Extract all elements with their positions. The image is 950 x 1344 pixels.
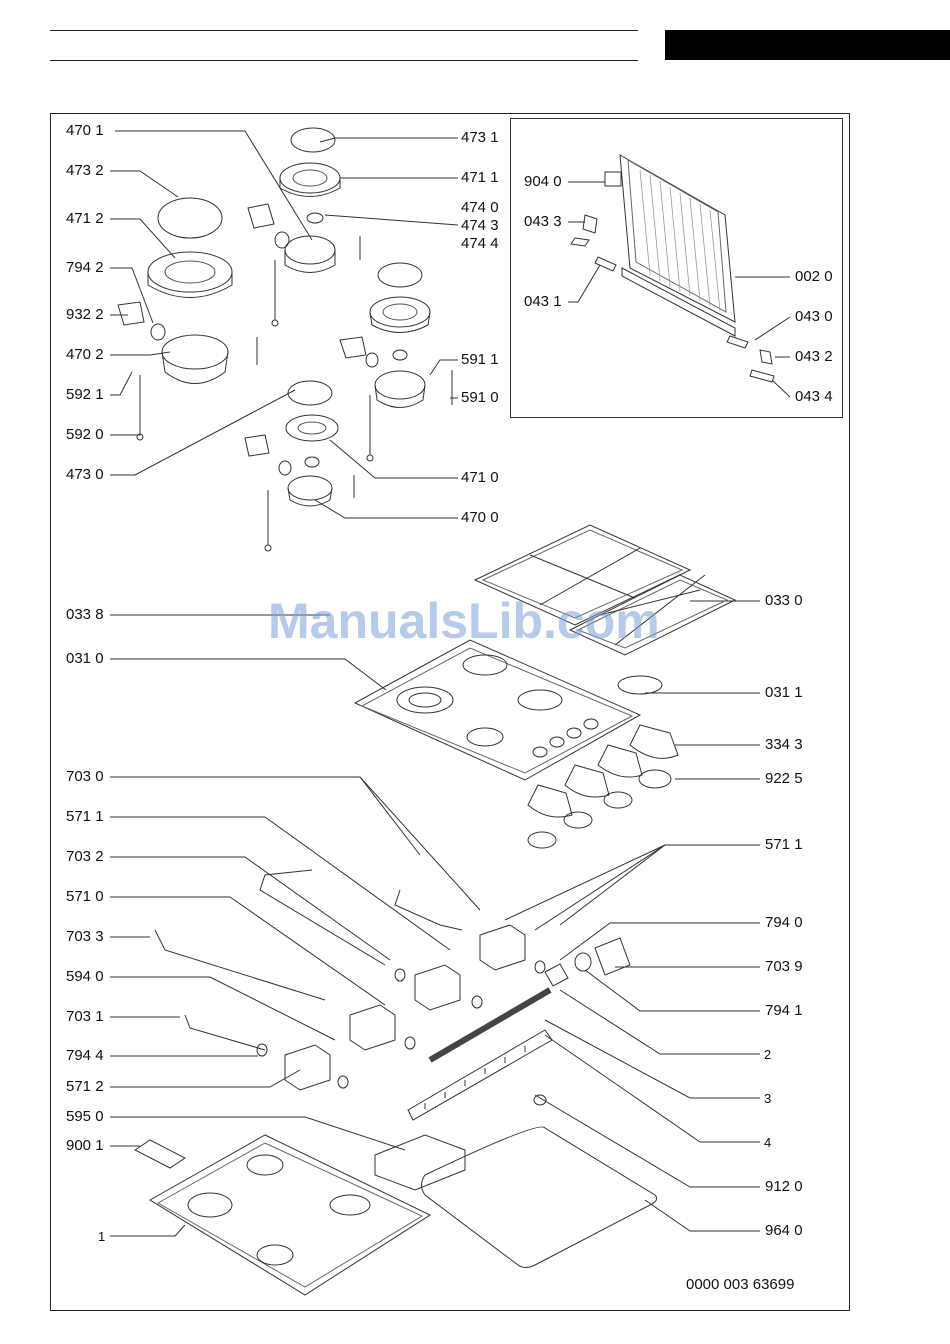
label-571-1-left: 571 1: [66, 808, 104, 825]
label-571-2: 571 2: [66, 1078, 104, 1095]
label-900-1: 900 1: [66, 1137, 104, 1154]
label-3: 3: [764, 1091, 772, 1106]
label-2: 2: [764, 1047, 772, 1062]
label-591-0: 591 0: [461, 389, 499, 406]
label-474-4: 474 4: [461, 235, 499, 252]
label-031-1: 031 1: [765, 684, 803, 701]
label-002-0: 002 0: [795, 268, 833, 285]
diagram-frame: [50, 113, 850, 1311]
label-473-2: 473 2: [66, 162, 104, 179]
header-rule-top: [50, 30, 638, 31]
label-474-0: 474 0: [461, 199, 499, 216]
label-043-3: 043 3: [524, 213, 562, 230]
label-591-1: 591 1: [461, 351, 499, 368]
inset-frame: [510, 118, 843, 418]
label-794-4: 794 4: [66, 1047, 104, 1064]
label-031-0: 031 0: [66, 650, 104, 667]
label-703-1: 703 1: [66, 1008, 104, 1025]
label-043-2: 043 2: [795, 348, 833, 365]
label-043-0: 043 0: [795, 308, 833, 325]
label-932-2: 932 2: [66, 306, 104, 323]
label-473-0: 473 0: [66, 466, 104, 483]
label-470-1: 470 1: [66, 122, 104, 139]
label-594-0: 594 0: [66, 968, 104, 985]
label-703-0: 703 0: [66, 768, 104, 785]
label-794-1: 794 1: [765, 1002, 803, 1019]
label-703-9: 703 9: [765, 958, 803, 975]
label-033-8: 033 8: [66, 606, 104, 623]
label-794-2: 794 2: [66, 259, 104, 276]
label-043-4: 043 4: [795, 388, 833, 405]
label-964-0: 964 0: [765, 1222, 803, 1239]
label-592-1: 592 1: [66, 386, 104, 403]
label-1: 1: [98, 1229, 106, 1244]
label-904-0: 904 0: [524, 173, 562, 190]
label-703-2: 703 2: [66, 848, 104, 865]
label-334-3: 334 3: [765, 736, 803, 753]
label-473-1: 473 1: [461, 129, 499, 146]
label-794-0: 794 0: [765, 914, 803, 931]
label-571-0: 571 0: [66, 888, 104, 905]
label-922-5: 922 5: [765, 770, 803, 787]
document-number: 0000 003 63699: [686, 1276, 795, 1293]
label-571-1-right: 571 1: [765, 836, 803, 853]
label-595-0: 595 0: [66, 1108, 104, 1125]
label-474-3: 474 3: [461, 217, 499, 234]
header-rule-bottom: [50, 60, 638, 61]
label-4: 4: [764, 1135, 772, 1150]
header-black-tab: [665, 30, 950, 60]
label-033-0: 033 0: [765, 592, 803, 609]
label-592-0: 592 0: [66, 426, 104, 443]
label-471-2: 471 2: [66, 210, 104, 227]
label-470-0: 470 0: [461, 509, 499, 526]
label-703-3: 703 3: [66, 928, 104, 945]
label-471-0: 471 0: [461, 469, 499, 486]
label-912-0: 912 0: [765, 1178, 803, 1195]
watermark: ManualsLib.com: [268, 593, 660, 649]
label-471-1: 471 1: [461, 169, 499, 186]
label-470-2: 470 2: [66, 346, 104, 363]
label-043-1: 043 1: [524, 293, 562, 310]
